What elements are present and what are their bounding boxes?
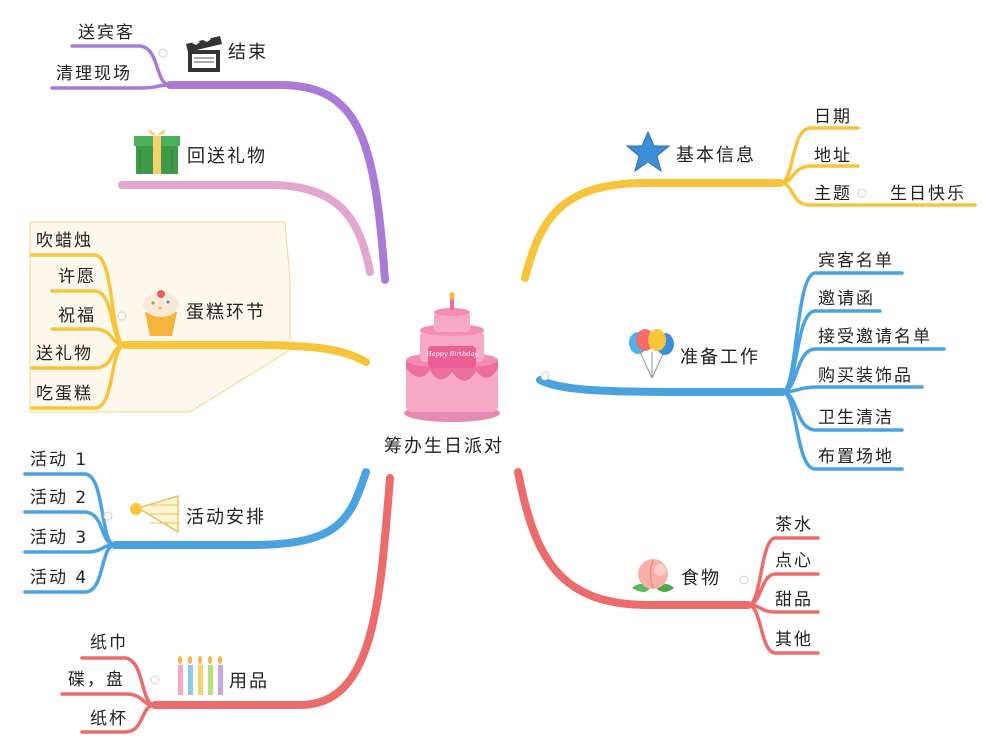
branch-prep[interactable]: 准备工作 [680, 347, 760, 368]
branch-gift-lines [118, 181, 374, 276]
prep-item-buy-decor[interactable]: 购买装饰品 [818, 366, 913, 386]
clapperboard-icon [186, 36, 222, 72]
food-item-tea[interactable]: 茶水 [775, 515, 813, 535]
basic-item-theme[interactable]: 主题 [814, 184, 852, 204]
branch-end-lines [50, 44, 389, 284]
end-item-see-off[interactable]: 送宾客 [78, 23, 135, 43]
cake-item-eat-cake[interactable]: 吃蛋糕 [36, 384, 93, 404]
basic-theme-value[interactable]: 生日快乐 [890, 184, 966, 204]
branch-food[interactable]: 食物 [681, 568, 721, 589]
basic-item-date[interactable]: 日期 [814, 107, 852, 127]
basic-item-address[interactable]: 地址 [814, 146, 852, 166]
cupcake-icon [143, 290, 179, 336]
branch-supplies[interactable]: 用品 [229, 671, 269, 692]
central-topic[interactable]: 筹办生日派对 [384, 436, 504, 457]
food-item-snacks[interactable]: 点心 [775, 551, 813, 571]
cake-item-blow-candles[interactable]: 吹蜡烛 [36, 231, 93, 251]
branch-activities-lines [23, 468, 370, 594]
activity-item-1[interactable]: 活动 1 [30, 450, 89, 470]
prep-item-setup[interactable]: 布置场地 [818, 447, 894, 467]
branch-supplies-lines [60, 474, 394, 734]
activity-item-2[interactable]: 活动 2 [30, 488, 89, 508]
shuttlecock-icon [130, 494, 179, 534]
peach-icon [632, 559, 674, 592]
activity-item-3[interactable]: 活动 3 [30, 528, 89, 548]
candles-icon [178, 656, 223, 695]
supplies-item-tissue[interactable]: 纸巾 [90, 633, 128, 653]
end-item-clean-up[interactable]: 清理现场 [56, 64, 132, 84]
cake-item-gifts[interactable]: 送礼物 [36, 344, 93, 364]
star-icon [625, 130, 671, 173]
activity-item-4[interactable]: 活动 4 [30, 568, 89, 588]
connector-dots [103, 48, 867, 685]
branch-return-gift[interactable]: 回送礼物 [187, 146, 267, 167]
supplies-item-plates[interactable]: 碟，盘 [68, 670, 125, 690]
branch-cake-lines [30, 253, 370, 410]
prep-item-cleaning[interactable]: 卫生清洁 [818, 408, 894, 428]
branch-basic-lines [521, 126, 977, 282]
prep-item-guest-list[interactable]: 宾客名单 [818, 251, 894, 271]
branch-food-lines [514, 468, 820, 655]
branch-basic[interactable]: 基本信息 [676, 145, 756, 166]
cake-item-wish[interactable]: 许愿 [58, 267, 96, 287]
food-item-other[interactable]: 其他 [775, 630, 813, 650]
cake-item-blessing[interactable]: 祝福 [58, 306, 96, 326]
prep-item-invitation[interactable]: 邀请函 [818, 289, 875, 309]
prep-item-accepted-list[interactable]: 接受邀请名单 [818, 327, 932, 347]
food-item-desserts[interactable]: 甜品 [775, 590, 813, 610]
birthday-cake-icon: Happy Birthday [404, 292, 500, 422]
cake-text: Happy Birthday [425, 350, 478, 358]
branch-cake[interactable]: 蛋糕环节 [186, 302, 266, 323]
supplies-item-cups[interactable]: 纸杯 [90, 709, 128, 729]
branch-prep-lines [536, 271, 946, 471]
branch-end[interactable]: 结束 [228, 42, 268, 63]
balloons-icon [629, 329, 674, 379]
branch-activities[interactable]: 活动安排 [186, 507, 266, 528]
gift-icon [134, 129, 180, 174]
